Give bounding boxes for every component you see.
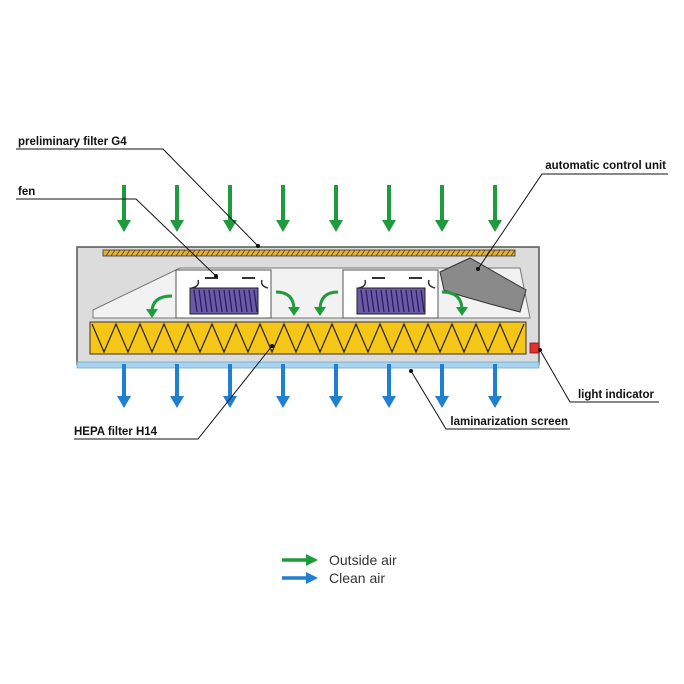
fan-unit-left	[175, 269, 272, 319]
green-down-arrow-icon	[223, 185, 237, 232]
blue-down-arrow-icon	[117, 364, 131, 408]
label-laminarization-screen: laminarization screen	[450, 416, 568, 428]
green-down-arrow-icon	[435, 185, 449, 232]
legend: Outside air Clean air	[282, 552, 397, 586]
legend-clean-air: Clean air	[329, 570, 385, 586]
green-down-arrow-icon	[276, 185, 290, 232]
label-hepa-filter: HEPA filter H14	[74, 426, 158, 438]
blue-down-arrow-icon	[488, 364, 502, 408]
clean-air-arrows	[117, 364, 502, 408]
outside-air-arrows	[117, 185, 502, 232]
green-down-arrow-icon	[329, 185, 343, 232]
blue-down-arrow-icon	[170, 364, 184, 408]
label-control-unit: automatic control unit	[545, 160, 666, 172]
green-down-arrow-icon	[282, 554, 318, 566]
green-down-arrow-icon	[382, 185, 396, 232]
fan-unit-right	[342, 269, 439, 319]
callout-lines	[16, 148, 668, 440]
legend-outside-air: Outside air	[329, 552, 397, 568]
internal-flow-arrows	[146, 290, 468, 318]
blue-down-arrow-icon	[329, 364, 343, 408]
blue-down-arrow-icon	[223, 364, 237, 408]
label-light-indicator: light indicator	[578, 389, 655, 401]
blue-down-arrow-icon	[276, 364, 290, 408]
label-preliminary-filter: preliminary filter G4	[18, 136, 127, 148]
hepa-filter	[89, 321, 527, 355]
laminarization-screen	[76, 361, 540, 369]
blue-down-arrow-icon	[382, 364, 396, 408]
blue-down-arrow-icon	[282, 572, 318, 584]
red-light-icon	[529, 342, 540, 354]
green-down-arrow-icon	[488, 185, 502, 232]
green-down-arrow-icon	[170, 185, 184, 232]
blue-down-arrow-icon	[435, 364, 449, 408]
green-down-arrow-icon	[117, 185, 131, 232]
prefilter-strip	[102, 249, 516, 257]
label-fan: fen	[18, 186, 35, 198]
